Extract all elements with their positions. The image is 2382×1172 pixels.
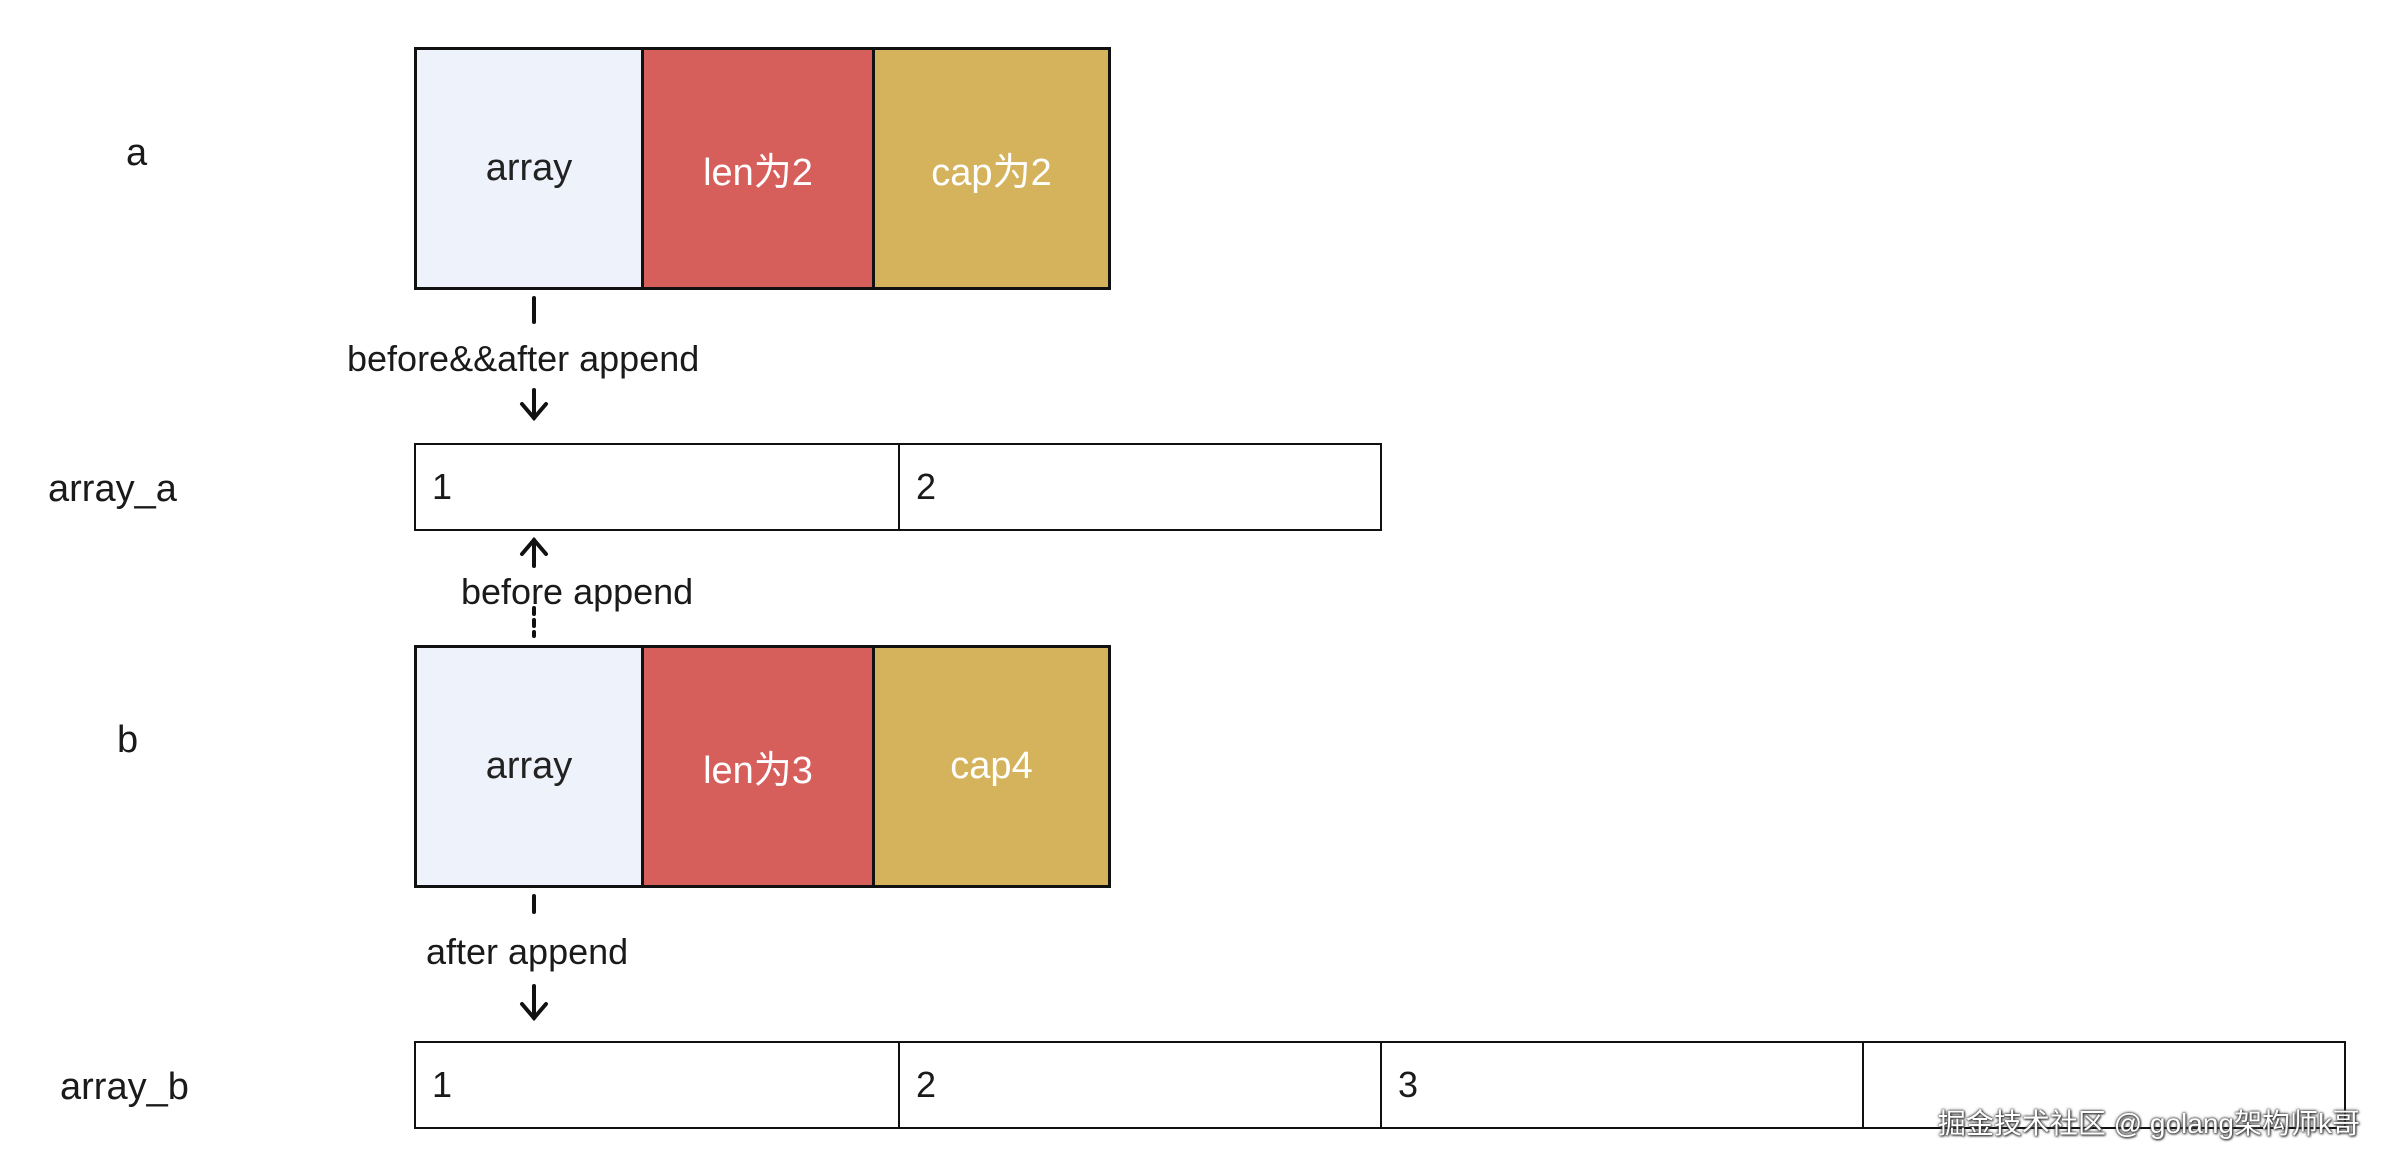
array-b-cell-3 xyxy=(1862,1043,2344,1127)
slice-header-a: array len为2 cap为2 xyxy=(414,47,1111,290)
watermark-text: 掘金技术社区 @ golang架构师k哥 xyxy=(1937,1108,2360,1139)
slice-a-len-field: len为2 xyxy=(644,50,872,287)
backing-array-a: 1 2 xyxy=(414,443,1382,531)
slice-b-cap-field: cap4 xyxy=(875,648,1108,885)
edge-label-b-to-array-b: after append xyxy=(426,931,629,972)
slice-header-b: array len为3 cap4 xyxy=(414,645,1111,888)
row-label-b: b xyxy=(117,719,139,761)
backing-array-b: 1 2 3 xyxy=(414,1041,2346,1129)
row-label-array-b: array_b xyxy=(60,1066,189,1108)
array-b-cell-0: 1 xyxy=(432,1064,453,1105)
array-a-cell-0: 1 xyxy=(432,466,453,507)
edge-label-a-to-array-a: before&&after append xyxy=(347,338,700,379)
slice-a-array-field: array xyxy=(417,50,641,287)
arrow-a-to-array-a xyxy=(520,296,548,422)
slice-b-len-field: len为3 xyxy=(644,648,872,885)
array-a-cell-1: 2 xyxy=(898,445,1380,529)
edge-label-b-to-array-a: before append xyxy=(461,571,694,612)
slice-b-array-field: array xyxy=(417,648,641,885)
arrow-b-to-array-b xyxy=(520,894,548,1022)
slice-a-cap-field: cap为2 xyxy=(875,50,1108,287)
row-label-a: a xyxy=(126,132,148,174)
arrow-b-to-array-a xyxy=(520,536,548,638)
row-label-array-a: array_a xyxy=(48,468,177,510)
array-b-cell-2: 3 xyxy=(1380,1043,1862,1127)
array-b-cell-1: 2 xyxy=(898,1043,1380,1127)
